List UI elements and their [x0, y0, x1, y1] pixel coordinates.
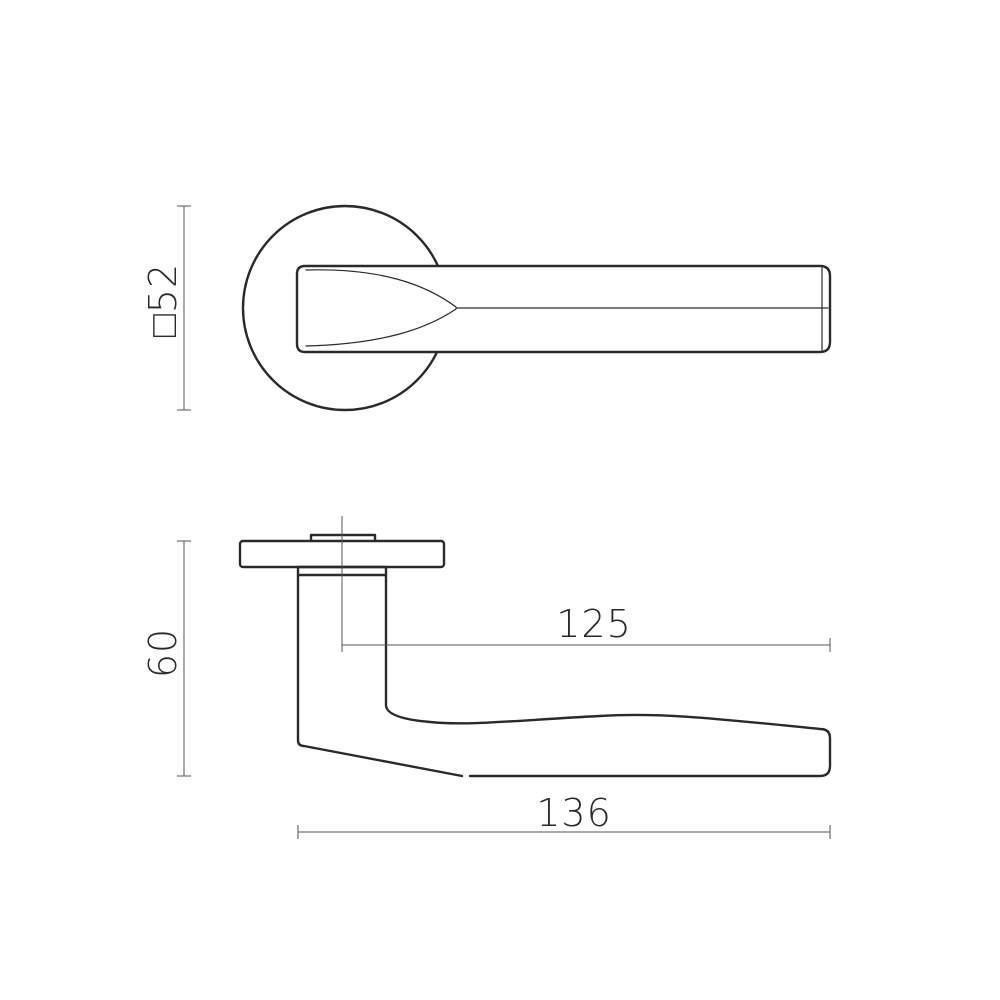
lever-side-profile — [296, 573, 832, 778]
height-dimension: 60 — [141, 540, 191, 777]
lever-front-body — [295, 264, 832, 354]
rose-cap — [309, 533, 377, 543]
height-label: 60 — [141, 628, 185, 678]
overall-length-dimension: 136 — [297, 791, 831, 839]
front-view — [241, 204, 832, 412]
lever-front-taper-top — [305, 269, 457, 308]
side-view — [238, 516, 832, 778]
projection-dimension: 125 — [341, 602, 831, 652]
projection-label: 125 — [556, 602, 632, 646]
overall-length-label: 136 — [536, 791, 612, 835]
lever-front-taper-bottom — [305, 308, 457, 347]
rose-size-dimension: □52 — [141, 205, 191, 411]
rose-size-label: □52 — [141, 263, 185, 337]
